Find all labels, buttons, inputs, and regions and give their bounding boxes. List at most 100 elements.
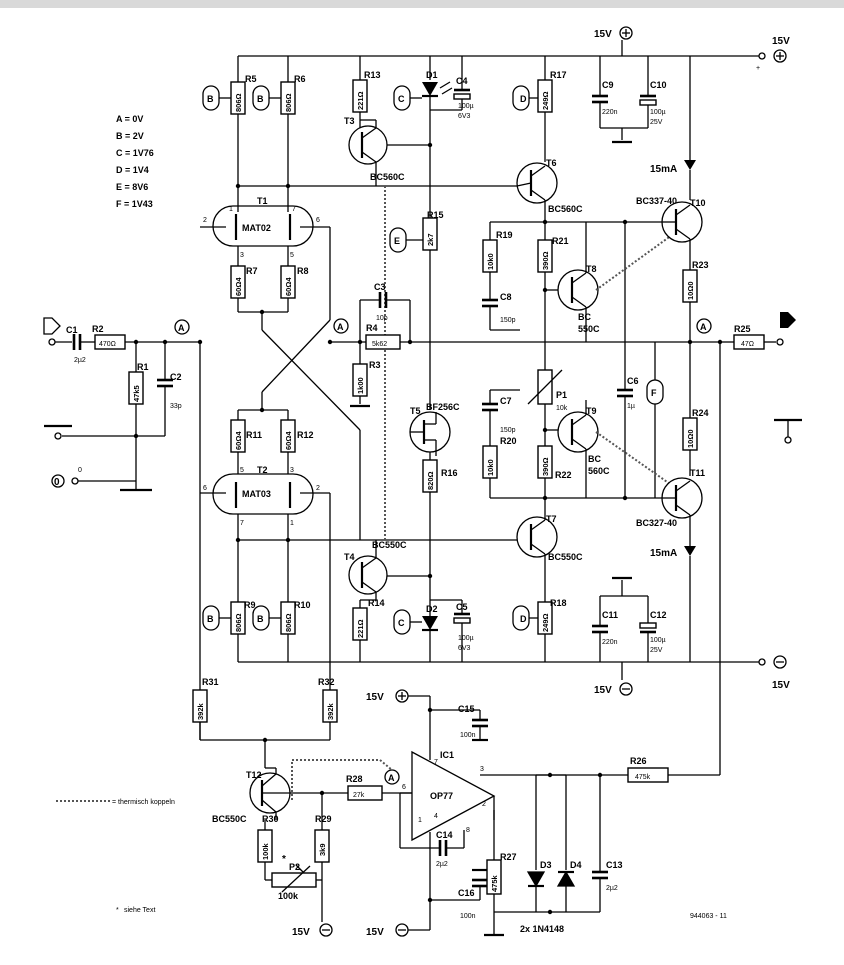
node-a-input: A xyxy=(174,319,203,740)
legend-b: B = 2V xyxy=(116,131,144,141)
r3-value: 1k00 xyxy=(356,377,365,394)
d2-ref: D2 xyxy=(426,604,438,614)
r9-ref: R9 xyxy=(244,600,256,610)
r4-value: 5k62 xyxy=(372,341,387,348)
ic1-ref: IC1 xyxy=(440,750,454,760)
c2-value: 33p xyxy=(170,403,182,410)
c12-value2: 25V xyxy=(650,647,663,654)
r12-ref: R12 xyxy=(297,430,314,440)
c8-ref: C8 xyxy=(500,292,512,302)
node-a-output: A xyxy=(696,318,712,334)
supply-neg-right: 15V xyxy=(758,655,790,691)
c6-value: 1µ xyxy=(627,403,635,410)
t2-type: MAT03 xyxy=(242,489,271,499)
t8-type2: 550C xyxy=(578,324,600,334)
c3-value: 10p xyxy=(376,315,388,322)
r21-ref: R21 xyxy=(552,236,569,246)
r22-ref: R22 xyxy=(555,470,572,480)
c4-ref: C4 xyxy=(456,76,468,86)
t3-section xyxy=(348,56,471,186)
node-b-1: B xyxy=(207,94,214,104)
r11-value: 60Ω4 xyxy=(234,431,243,450)
svg-text:1: 1 xyxy=(290,520,294,527)
supply-pos-right: 15V + xyxy=(756,36,790,72)
r14-value: 221Ω xyxy=(356,619,365,638)
t4-ref: T4 xyxy=(344,552,355,562)
input-section xyxy=(43,317,200,492)
c15-value: 100n xyxy=(460,732,476,739)
t4-type: BC550C xyxy=(372,540,407,550)
c11-ref: C11 xyxy=(602,610,618,620)
ic1-type: OP77 xyxy=(430,791,453,801)
t7-section xyxy=(430,495,690,662)
svg-text:1: 1 xyxy=(418,817,422,824)
t9-ref: T9 xyxy=(586,406,597,416)
svg-text:8: 8 xyxy=(466,827,470,834)
r3-ref: R3 xyxy=(369,360,381,370)
r5-value: 806Ω xyxy=(234,93,243,112)
c5-value: 100µ xyxy=(458,635,474,642)
c3-ref: C3 xyxy=(374,282,386,292)
bias-servo xyxy=(192,493,412,937)
feedback-section xyxy=(330,186,720,410)
legend-d: D = 1V4 xyxy=(116,165,149,175)
c6-ref: C6 xyxy=(627,376,639,386)
c2-ref: C2 xyxy=(170,372,182,382)
c15-ref: C15 xyxy=(458,704,475,714)
p2-rail-label: 15V xyxy=(292,927,310,938)
p1-value: 10k xyxy=(556,405,568,412)
rail-label-neg-right: 15V xyxy=(772,680,790,691)
r26-value: 475k xyxy=(635,774,651,781)
thermal-note: = thermisch koppeln xyxy=(112,799,175,806)
svg-text:7: 7 xyxy=(292,206,296,213)
op-pos-rail: 15V xyxy=(366,692,384,703)
svg-text:3: 3 xyxy=(240,252,244,259)
legend-f: F = 1V43 xyxy=(116,199,153,209)
ground-zero-label: 0 xyxy=(78,467,82,474)
r13-ref: R13 xyxy=(364,70,381,80)
c7-ref: C7 xyxy=(500,396,512,406)
r21-value: 390Ω xyxy=(541,251,550,270)
r6-value: 806Ω xyxy=(284,93,293,112)
r8-ref: R8 xyxy=(297,266,309,276)
r4-ref: R4 xyxy=(366,323,378,333)
svg-text:2: 2 xyxy=(316,485,320,492)
t4-section xyxy=(348,540,471,662)
t3-ref: T3 xyxy=(344,116,355,126)
svg-text:2: 2 xyxy=(482,801,486,808)
t1-type: MAT02 xyxy=(242,223,271,233)
r15-value: 2k7 xyxy=(426,233,435,246)
r23-ref: R23 xyxy=(692,260,709,270)
thermal-link-t12 xyxy=(291,759,393,800)
t8-type: BC xyxy=(578,312,591,322)
r19-ref: R19 xyxy=(496,230,513,240)
voltage-legend: A = 0V B = 2V C = 1V76 D = 1V4 E = 8V6 F… xyxy=(116,114,154,209)
node-d-1: D xyxy=(520,94,527,104)
r7-ref: R7 xyxy=(246,266,258,276)
node-a-servo: A xyxy=(384,769,400,785)
r24-ref: R24 xyxy=(692,408,709,418)
decoupling-caps xyxy=(592,56,657,662)
svg-text:7: 7 xyxy=(240,520,244,527)
r17-ref: R17 xyxy=(550,70,567,80)
t5-section xyxy=(409,411,451,576)
t10-ref: T10 xyxy=(690,198,706,208)
c7-value: 150p xyxy=(500,427,516,434)
cross-coupling-wires xyxy=(261,227,361,540)
svg-text:4: 4 xyxy=(434,813,438,820)
r1-value: 47k5 xyxy=(132,385,141,402)
svg-text:2: 2 xyxy=(203,217,207,224)
r16-value: 820Ω xyxy=(426,471,435,490)
svg-text:7: 7 xyxy=(434,759,438,766)
c13-ref: C13 xyxy=(606,860,623,870)
r2-value: 470Ω xyxy=(99,341,116,348)
c16-value: 100n xyxy=(460,913,476,920)
rail-label-pos-top: 15V xyxy=(594,29,612,40)
c10-value2: 25V xyxy=(650,119,663,126)
t3-type: BC560C xyxy=(370,172,405,182)
node-e: E xyxy=(394,236,400,246)
top-border xyxy=(0,0,844,8)
r25-value: 47Ω xyxy=(741,341,754,348)
